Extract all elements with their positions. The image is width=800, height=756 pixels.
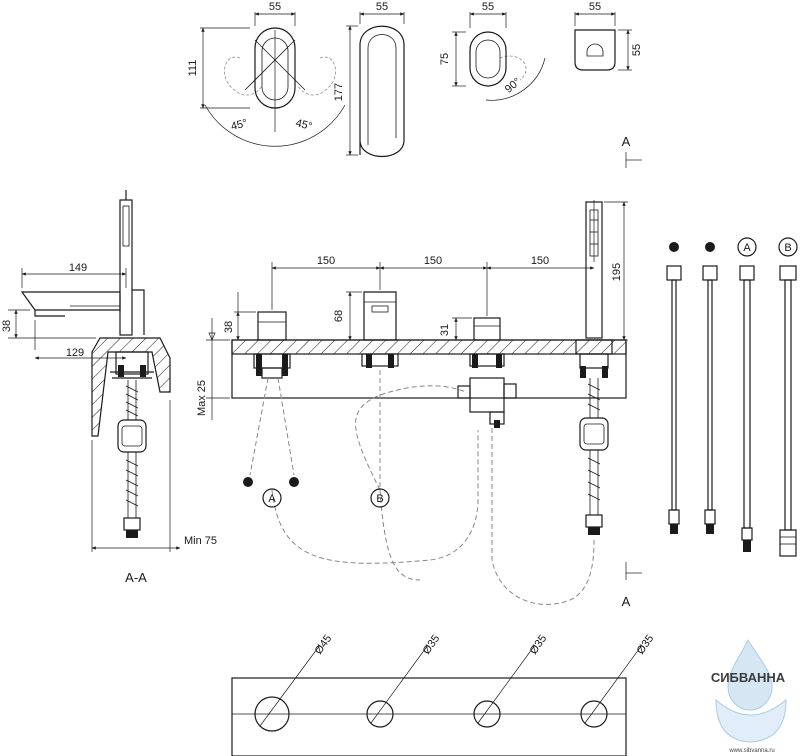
spout-height-front-label: 68 [333, 310, 345, 322]
handle-height-label: 111 [187, 60, 199, 77]
diverter-width-label: 55 [482, 1, 494, 13]
handle-width-label: 55 [269, 1, 281, 13]
hoses-view: A B [666, 237, 798, 557]
hose-b-label: B [784, 242, 791, 254]
diverter-height-label: 75 [439, 53, 451, 65]
sibvanna-logo: СИБВАННА www.sibvanna.ru [711, 638, 787, 754]
side-reach-lower-label: 129 [66, 347, 84, 359]
spout-front-view: 55 177 [333, 1, 405, 158]
cap-view: 55 55 [574, 1, 643, 71]
connection-a-label: A [268, 493, 276, 505]
spout-width-label: 55 [376, 1, 388, 13]
hole-1-label: Ø45 [313, 633, 335, 657]
cap-height-label: 55 [631, 44, 643, 56]
connection-b-label: B [376, 493, 383, 505]
logo-url: www.sibvanna.ru [728, 748, 774, 754]
handle-swing-view: 55 111 45° 45° [187, 1, 346, 147]
section-marker-top: A [622, 134, 642, 168]
side-clearance-label: Min 75 [184, 535, 217, 547]
side-height-label: 38 [1, 320, 13, 332]
handle-height-front-label: 38 [223, 321, 235, 333]
spacing-3-label: 150 [531, 255, 549, 267]
section-title: A-A [125, 570, 147, 585]
hole-2-label: Ø35 [421, 633, 443, 657]
logo-brand: СИБВАННА [711, 670, 786, 685]
hose-a-label: A [743, 242, 751, 254]
diverter-height-front-label: 31 [439, 324, 451, 336]
hole-4-label: Ø35 [635, 633, 657, 657]
hole-3-label: Ø35 [528, 633, 550, 657]
cap-width-label: 55 [589, 1, 601, 13]
front-view: A B 150 150 150 38 68 31 195 Max 25 [196, 200, 628, 605]
spacing-1-label: 150 [317, 255, 335, 267]
mounting-template: Ø45 Ø35 Ø35 Ø35 [231, 633, 657, 756]
handle-angle-left-label: 45° [230, 117, 249, 133]
side-reach-label: 149 [69, 262, 87, 274]
side-section-view: 149 129 38 Min 75 A-A [1, 190, 217, 585]
spout-height-label: 177 [333, 83, 345, 101]
svg-text:A: A [622, 134, 631, 149]
deck-thickness-label: Max 25 [196, 380, 208, 416]
spacing-2-label: 150 [424, 255, 442, 267]
diverter-angle-label: 90° [503, 76, 523, 96]
diverter-view: 55 75 90° [439, 1, 546, 101]
handle-angle-right-label: 45° [294, 117, 313, 133]
section-marker-bottom: A [622, 562, 642, 609]
svg-text:A: A [622, 594, 631, 609]
shower-height-label: 195 [611, 263, 623, 281]
